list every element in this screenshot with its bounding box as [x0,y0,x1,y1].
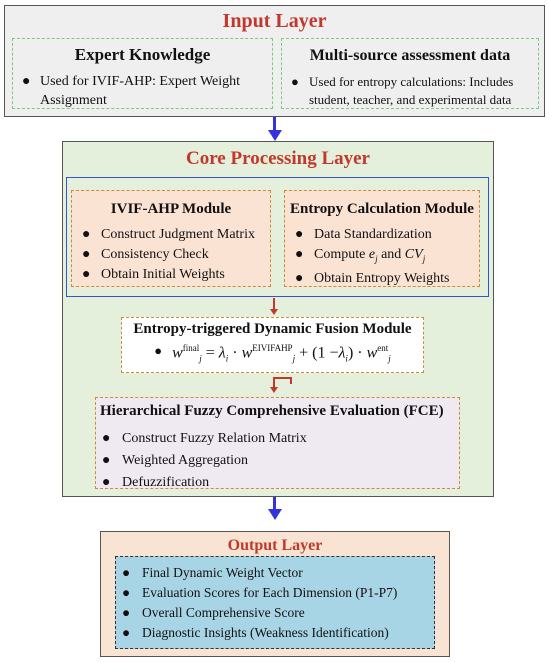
bullet-icon: ● [82,247,91,262]
list-item: ●Weighted Aggregation [102,450,307,472]
list-item: ●Evaluation Scores for Each Dimension (P… [122,583,397,603]
fce-module-title: Hierarchical Fuzzy Comprehensive Evaluat… [100,403,444,419]
multi-source-data-item: ● Used for entropy calculations: Include… [291,73,531,109]
input-to-core-arrow-icon [268,130,282,141]
output-items-box: ●Final Dynamic Weight Vector ●Evaluation… [115,556,435,649]
list-item: ●Construct Judgment Matrix [82,225,255,245]
fusion-to-fce-arrow-horizontal [273,377,291,379]
fce-module: Hierarchical Fuzzy Comprehensive Evaluat… [95,397,460,490]
multi-source-data-box: Multi-source assessment data ● Used for … [281,38,539,109]
multi-source-data-text: Used for entropy calculations: Includes … [309,74,514,107]
bullet-icon: ● [122,585,131,600]
list-item: ●Diagnostic Insights (Weakness Identific… [122,623,397,643]
bullet-icon: ● [102,431,111,446]
fusion-formula: ●wfinalj = λi · wEIVIFAHPj + (1 −λi) · w… [154,343,391,364]
core-to-output-arrow-icon [268,509,282,520]
ivif-ahp-list: ●Construct Judgment Matrix ●Consistency … [82,225,255,285]
bullet-icon: ● [82,267,91,282]
bullet-icon: ● [122,605,131,620]
expert-knowledge-box: Expert Knowledge ● Used for IVIF-AHP: Ex… [12,38,273,109]
ivif-ahp-module-title: IVIF-AHP Module [110,201,232,217]
bullet-icon: ● [22,74,31,89]
fusion-to-fce-arrow-icon [270,387,278,393]
core-to-output-arrow-shaft [273,497,276,510]
modules-to-fusion-arrow-shaft [273,298,275,310]
ivif-ahp-module: IVIF-AHP Module ●Construct Judgment Matr… [71,190,271,287]
entropy-list: ●Data Standardization ●Compute ej and CV… [295,225,450,289]
bullet-icon: ● [122,565,131,580]
bullet-icon: ● [154,343,163,359]
list-item: ●Construct Fuzzy Relation Matrix [102,428,307,450]
list-item: ●Final Dynamic Weight Vector [122,563,397,583]
bullet-icon: ● [122,625,131,640]
core-layer-title: Core Processing Layer [186,148,370,169]
input-to-core-arrow-shaft [273,117,276,131]
bullet-icon: ● [295,247,304,262]
output-layer-title: Output Layer [227,537,323,554]
list-item: ●Obtain Entropy Weights [295,269,450,289]
bullet-icon: ● [295,227,304,242]
bullet-icon: ● [102,475,111,490]
modules-frame: IVIF-AHP Module ●Construct Judgment Matr… [66,177,489,297]
list-item: ●Defuzzification [102,472,307,494]
fusion-module-title: Entropy-triggered Dynamic Fusion Module [133,321,412,337]
list-item: ●Compute ej and CVj [295,247,426,264]
expert-knowledge-title: Expert Knowledge [74,45,211,64]
entropy-module-title: Entropy Calculation Module [290,201,474,217]
multi-source-data-title: Multi-source assessment data [309,47,511,64]
list-item: ●Overall Comprehensive Score [122,603,397,623]
input-layer-title: Input Layer [222,10,327,32]
bullet-icon: ● [82,227,91,242]
list-item: ●Data Standardization [295,225,450,245]
entropy-calculation-module: Entropy Calculation Module ●Data Standar… [284,190,480,287]
dynamic-fusion-module: Entropy-triggered Dynamic Fusion Module … [121,317,424,373]
expert-knowledge-text: Used for IVIF-AHP: Expert Weight Assignm… [40,74,241,108]
modules-to-fusion-arrow-icon [270,309,278,315]
fusion-to-fce-arrow-shaft [273,377,275,387]
core-processing-layer: Core Processing Layer IVIF-AHP Module ●C… [62,141,494,497]
bullet-icon: ● [102,453,111,468]
fce-list: ●Construct Fuzzy Relation Matrix ●Weight… [102,428,307,494]
input-layer: Input Layer Expert Knowledge ● Used for … [4,5,545,117]
output-layer: Output Layer ●Final Dynamic Weight Vecto… [100,531,450,657]
bullet-icon: ● [295,270,304,286]
output-list: ●Final Dynamic Weight Vector ●Evaluation… [122,563,397,643]
list-item: ●Consistency Check [82,245,255,265]
expert-knowledge-item: ● Used for IVIF-AHP: Expert Weight Assig… [22,72,267,110]
bullet-icon: ● [291,74,299,89]
list-item: ●Obtain Initial Weights [82,265,255,285]
fusion-to-fce-arrow-corner [290,377,292,384]
